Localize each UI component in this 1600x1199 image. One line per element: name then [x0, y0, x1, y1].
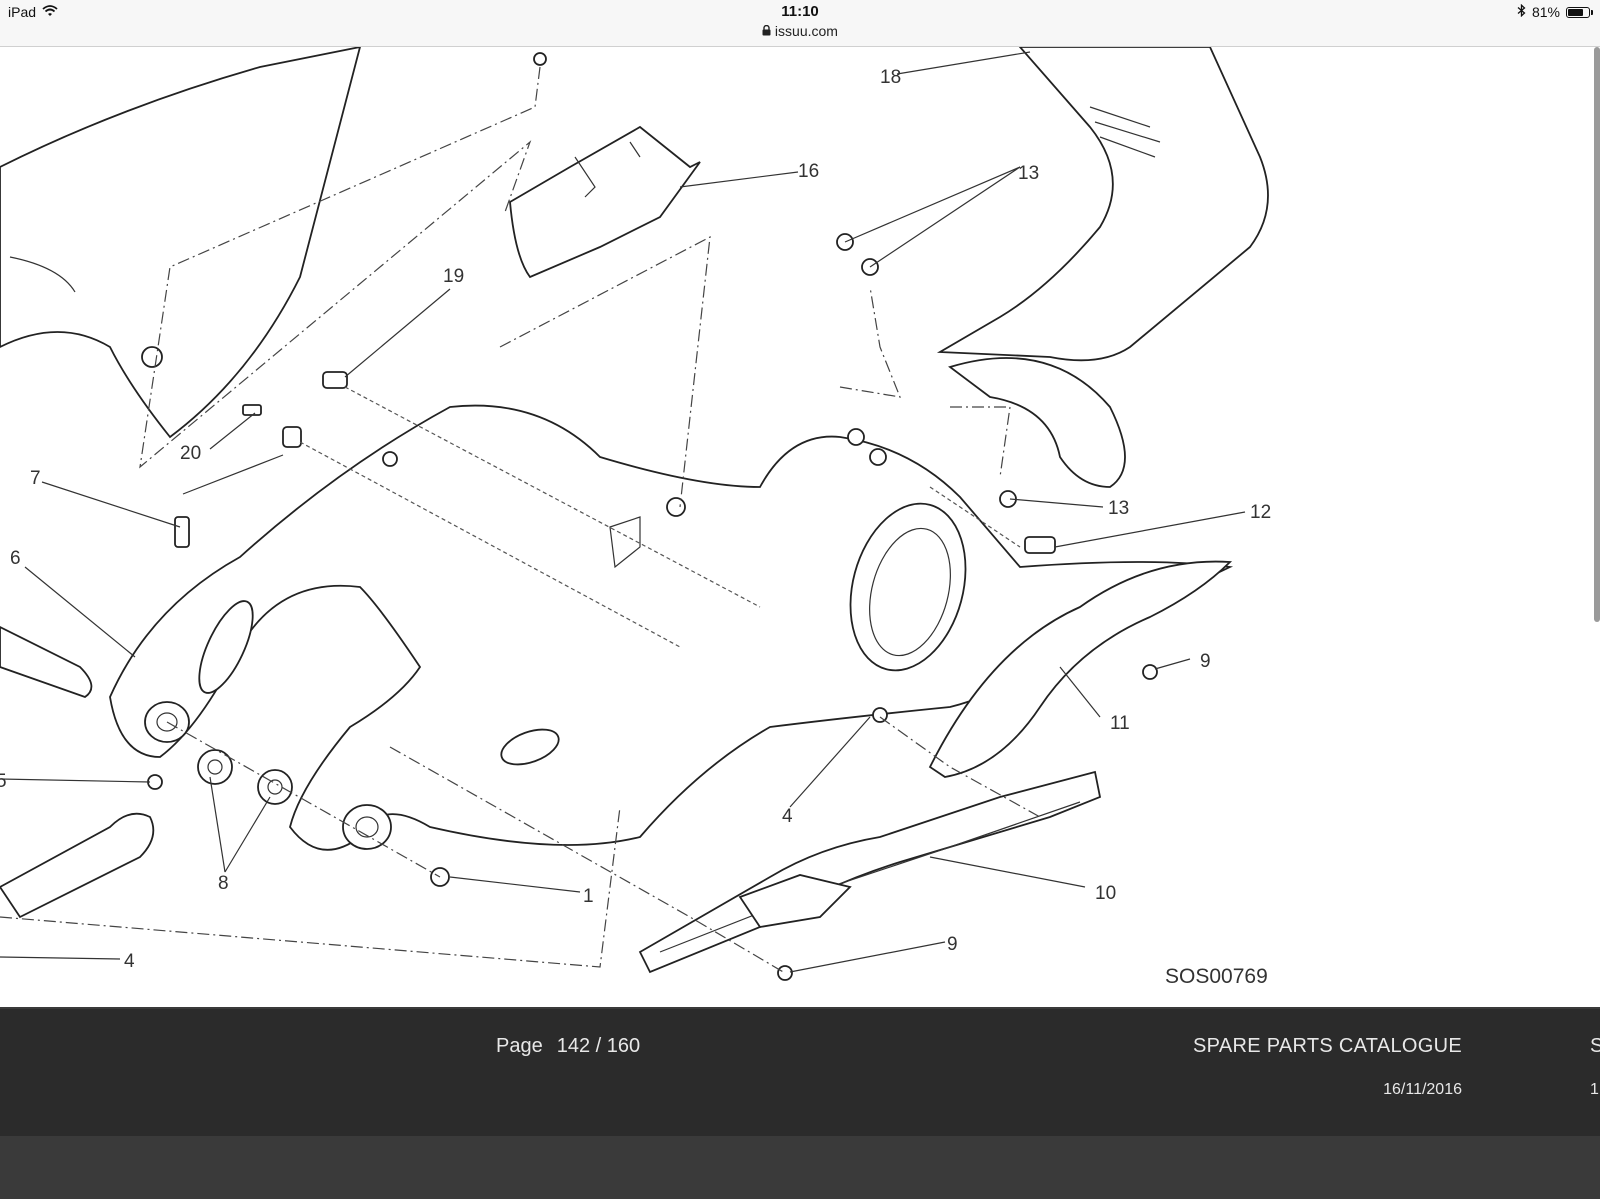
swingarm-body: [109, 404, 1234, 851]
address-bar[interactable]: issuu.com: [0, 23, 1600, 39]
callout-13a: 13: [1018, 163, 1039, 184]
callout-1: 1: [583, 886, 594, 907]
guard-11: [928, 560, 1233, 778]
battery-fill: [1568, 8, 1583, 16]
callout-16: 16: [798, 161, 819, 182]
device-name: iPad: [8, 4, 37, 20]
wifi-icon: [42, 4, 58, 20]
bluetooth-icon: [1517, 3, 1526, 20]
callout-13b: 13: [1108, 498, 1129, 519]
page-indicator: Page 142 / 160: [496, 1035, 640, 1058]
status-right: 81%: [1517, 3, 1593, 20]
next-page-date-peek: 1: [1590, 1081, 1599, 1098]
scrollbar[interactable]: [1594, 47, 1600, 622]
rear-cover-part: [0, 47, 361, 439]
shaft-6: [0, 625, 93, 698]
bracket-16: [509, 125, 701, 279]
viewer-background: [0, 1136, 1600, 1199]
battery-icon: [1566, 6, 1593, 18]
battery-percent: 81%: [1531, 4, 1560, 20]
callout-5: 5: [0, 771, 7, 792]
callout-4a: 4: [782, 806, 793, 827]
catalogue-date: 16/11/2016: [1383, 1081, 1462, 1098]
callout-12: 12: [1250, 502, 1271, 523]
catalogue-title: SPARE PARTS CATALOGUE: [1193, 1035, 1462, 1057]
washer-8b: [257, 769, 293, 805]
callout-9b: 9: [947, 934, 958, 955]
swingarm-exploded-diagram: 18 16 13 19 20 7 6 13 12 9 11 4 10 9 1 8…: [0, 47, 1271, 988]
page-number: 142 / 160: [556, 1035, 641, 1057]
callout-7: 7: [30, 468, 41, 489]
callout-4b: 4: [124, 951, 135, 972]
callout-8: 8: [218, 873, 229, 894]
washer-8a: [197, 749, 233, 785]
page-label: Page: [496, 1035, 543, 1057]
callout-14: 18: [880, 67, 901, 88]
next-page-title-peek: S: [1590, 1035, 1600, 1057]
callout-6: 6: [10, 548, 21, 569]
status-bar: iPad 11:10 issuu.com 81%: [0, 0, 1600, 47]
status-left: iPad: [8, 4, 58, 20]
callout-9a: 9: [1200, 651, 1211, 672]
callout-18: 19: [443, 266, 464, 287]
clock: 11:10: [781, 3, 819, 20]
callout-19: 20: [180, 443, 201, 464]
chain-guard: [638, 770, 1102, 974]
document-page[interactable]: 18 16 13 19 20 7 6 13 12 9 11 4 10 9 1 8…: [0, 47, 1600, 1007]
link-arm: [0, 812, 155, 919]
diagram-code: SOS00769: [1165, 965, 1268, 988]
page-footer: Page 142 / 160 SPARE PARTS CATALOGUE 16/1…: [0, 1009, 1600, 1136]
tail-part: [936, 47, 1269, 362]
url-text: issuu.com: [774, 23, 838, 39]
callout-11: 11: [1110, 713, 1130, 734]
callout-10: 10: [1095, 883, 1116, 904]
lock-icon: [762, 23, 775, 39]
